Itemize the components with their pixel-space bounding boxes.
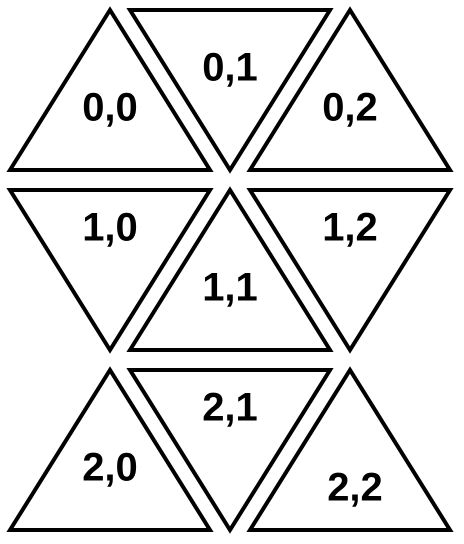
triangle-0-2 <box>246 6 454 172</box>
triangle-0-0 <box>6 6 214 172</box>
triangle-2-1 <box>126 368 334 534</box>
triangle-label-0-0: 0,0 <box>82 86 138 130</box>
triangle-label-0-1: 0,1 <box>202 46 258 90</box>
triangle-0-1 <box>126 8 334 174</box>
triangle-label-0-2: 0,2 <box>322 86 378 130</box>
triangle-label-2-1: 2,1 <box>202 386 258 430</box>
triangle-2-0 <box>6 366 214 532</box>
triangle-label-1-1: 1,1 <box>202 266 258 310</box>
triangle-label-2-2: 2,2 <box>327 466 383 510</box>
triangle-2-2 <box>246 366 454 532</box>
triangle-1-2 <box>246 188 454 354</box>
triangle-label-2-0: 2,0 <box>82 446 138 490</box>
triangle-1-0 <box>6 188 214 354</box>
triangle-label-1-0: 1,0 <box>82 206 138 250</box>
triangle-label-1-2: 1,2 <box>322 206 378 250</box>
triangle-1-1 <box>126 186 334 352</box>
